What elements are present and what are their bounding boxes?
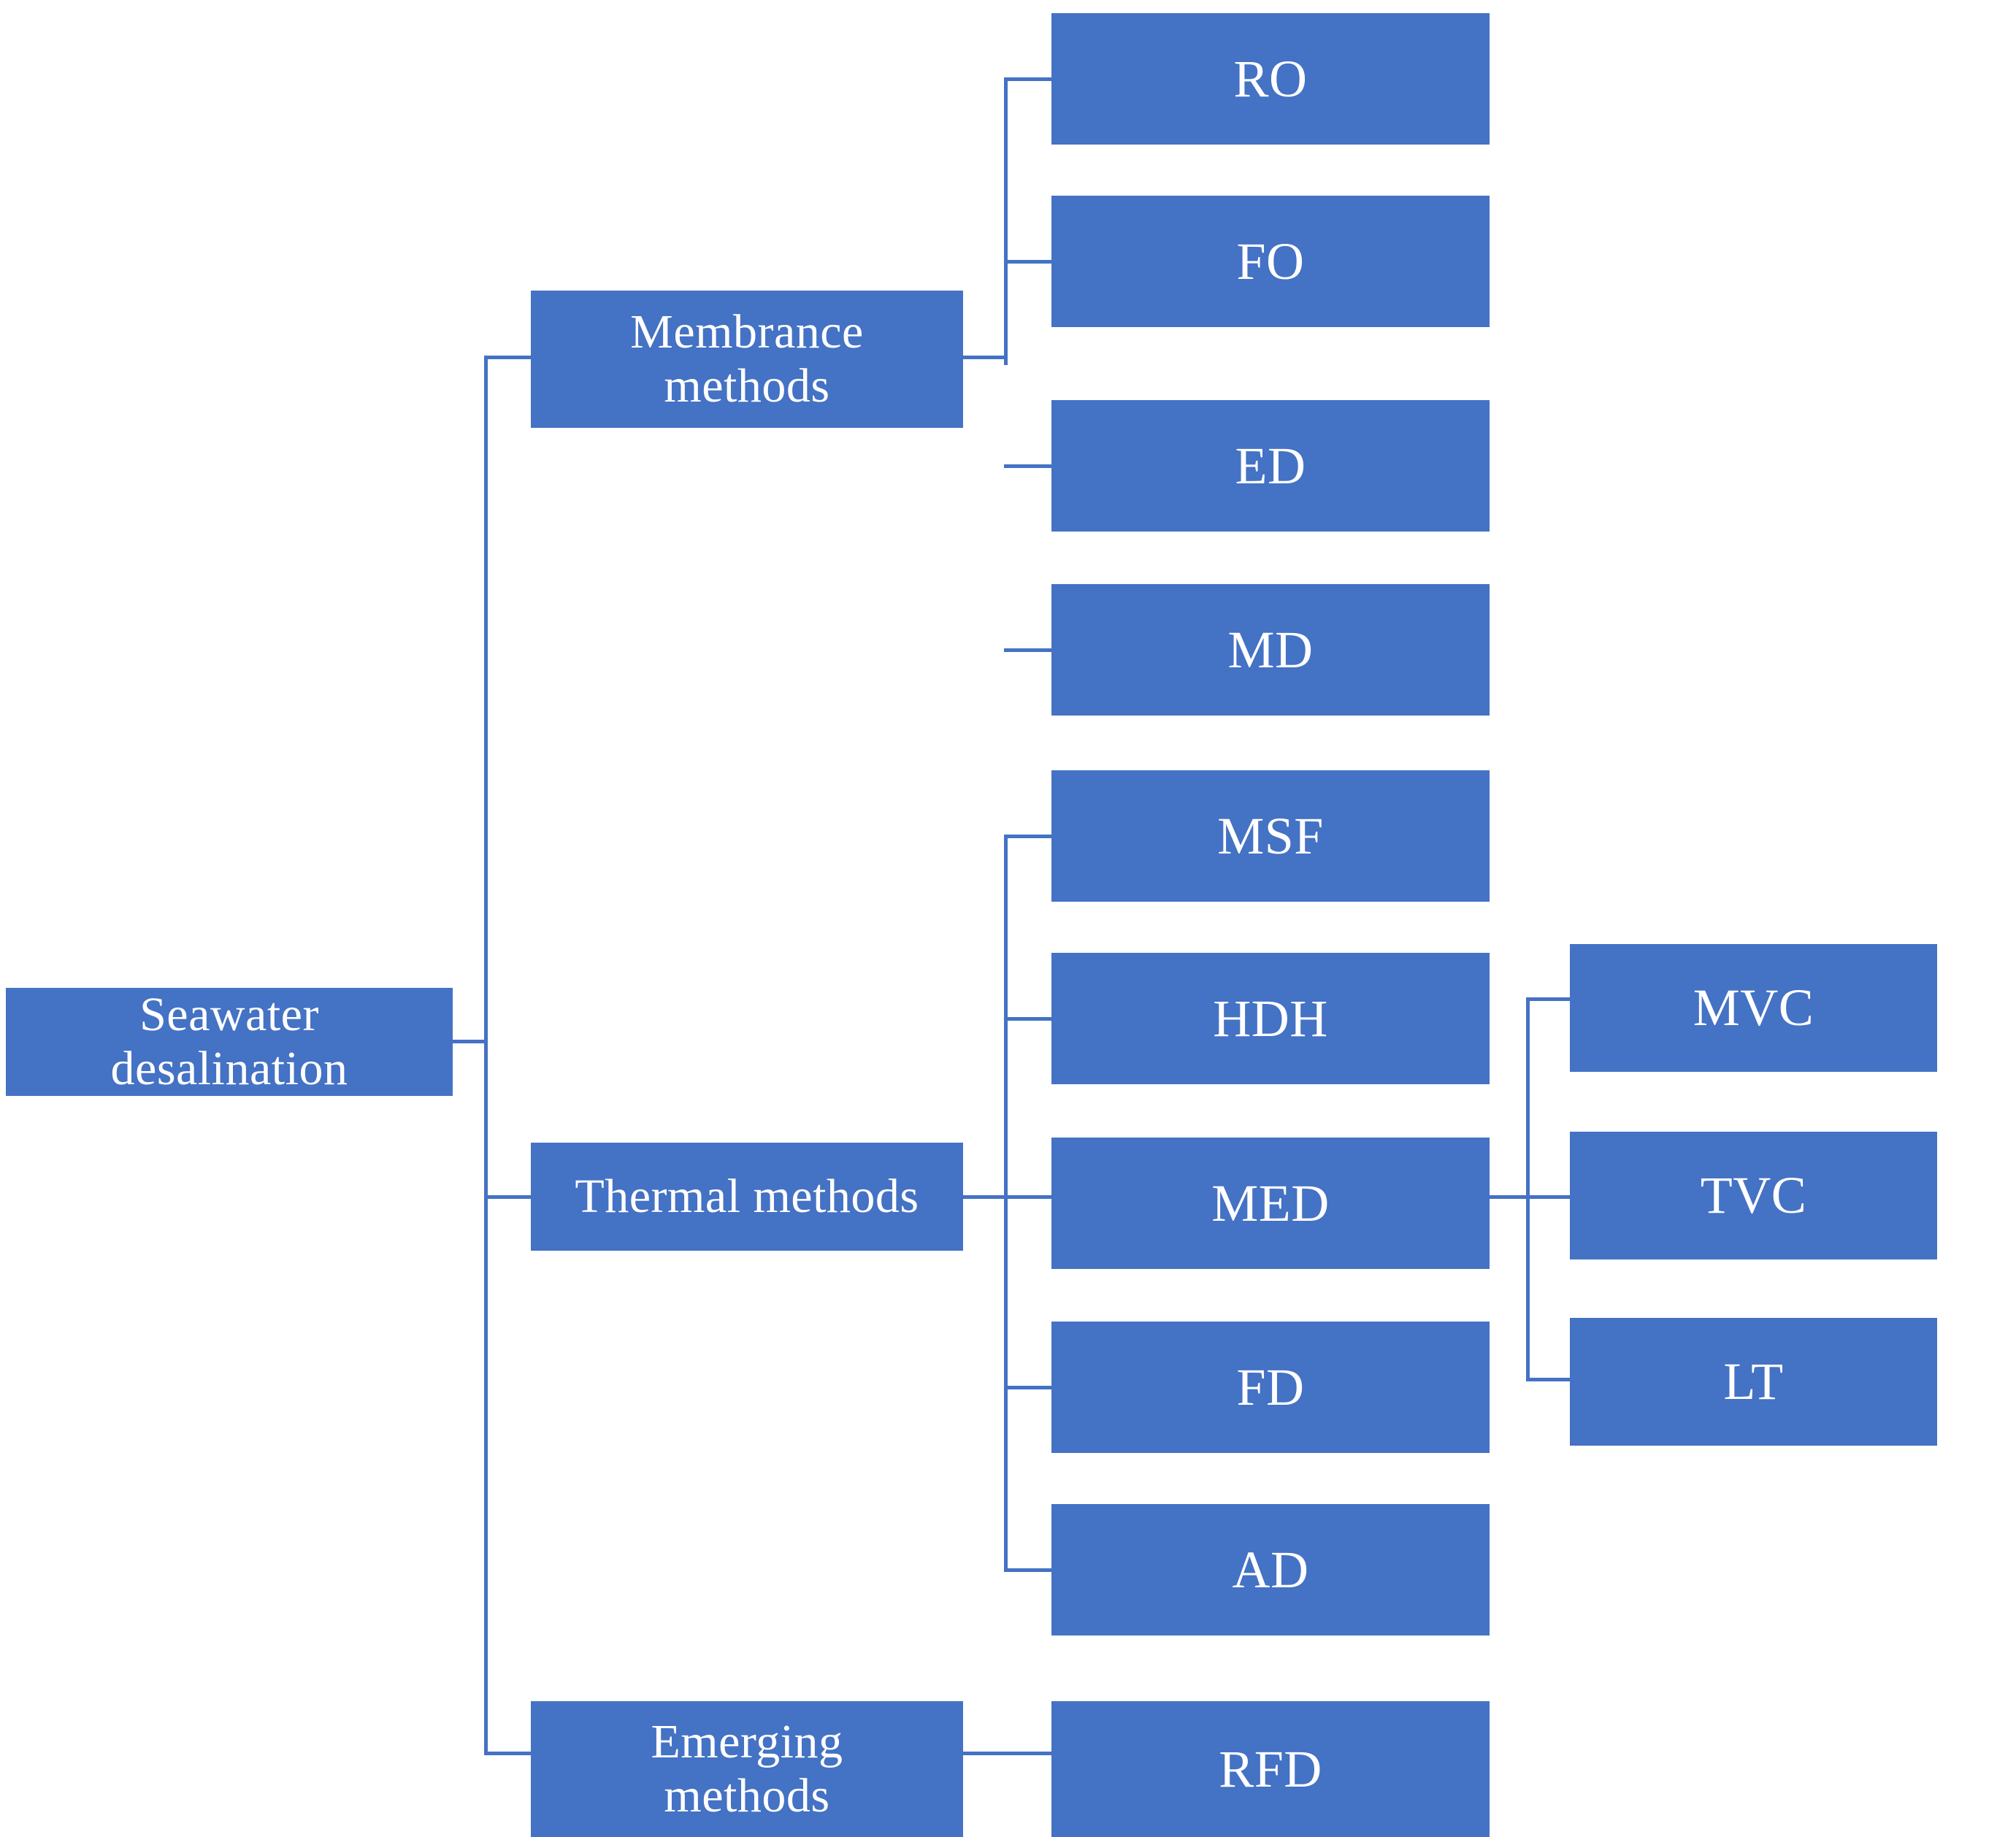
node-med[interactable]: MED xyxy=(1051,1138,1490,1269)
node-label-membrane-methods: Membrance methods xyxy=(630,305,864,413)
connector-to-ad xyxy=(1004,1568,1054,1572)
node-label-hdh: HDH xyxy=(1213,989,1328,1048)
connector-to-fd xyxy=(1004,1386,1054,1389)
node-tvc[interactable]: TVC xyxy=(1570,1132,1937,1259)
connector-to-fo xyxy=(1004,260,1054,264)
node-rfd[interactable]: RFD xyxy=(1051,1701,1490,1837)
node-label-md: MD xyxy=(1227,620,1314,679)
node-seawater-desalination[interactable]: Seawater desalination xyxy=(6,988,453,1096)
connector-to-msf xyxy=(1004,835,1054,838)
node-md[interactable]: MD xyxy=(1051,584,1490,716)
node-mvc[interactable]: MVC xyxy=(1570,944,1937,1072)
connector-spine-thermal-children xyxy=(1004,835,1008,1571)
node-label-ro: RO xyxy=(1233,49,1308,108)
node-label-tvc: TVC xyxy=(1700,1166,1807,1225)
node-label-emerging-methods: Emerging methods xyxy=(651,1715,843,1822)
node-label-ed: ED xyxy=(1235,436,1306,495)
connector-thermal-stub xyxy=(963,1195,1007,1199)
connector-med-stub xyxy=(1490,1195,1530,1199)
connector-to-emerging xyxy=(484,1752,532,1755)
node-ro[interactable]: RO xyxy=(1051,13,1490,145)
node-ed[interactable]: ED xyxy=(1051,400,1490,532)
node-label-mvc: MVC xyxy=(1693,978,1814,1038)
connector-to-hdh xyxy=(1004,1017,1054,1021)
connector-to-thermal xyxy=(484,1195,532,1199)
node-label-thermal-methods: Thermal methods xyxy=(575,1170,919,1224)
connector-to-med xyxy=(1004,1195,1054,1199)
node-msf[interactable]: MSF xyxy=(1051,770,1490,902)
node-label-msf: MSF xyxy=(1217,806,1324,865)
node-lt[interactable]: LT xyxy=(1570,1318,1937,1446)
connector-to-tvc xyxy=(1526,1195,1571,1199)
node-membrane-methods[interactable]: Membrance methods xyxy=(531,291,963,428)
connector-root-stub xyxy=(453,1040,487,1043)
node-fo[interactable]: FO xyxy=(1051,196,1490,327)
node-thermal-methods[interactable]: Thermal methods xyxy=(531,1143,963,1251)
node-label-med: MED xyxy=(1211,1173,1330,1232)
node-fd[interactable]: FD xyxy=(1051,1322,1490,1453)
node-label-lt: LT xyxy=(1723,1352,1784,1411)
connector-spine-med-children xyxy=(1526,997,1530,1381)
connector-to-rfd xyxy=(963,1752,1054,1755)
connector-to-mvc xyxy=(1526,997,1571,1001)
node-hdh[interactable]: HDH xyxy=(1051,953,1490,1084)
node-label-ad: AD xyxy=(1232,1540,1309,1599)
connector-to-md xyxy=(1004,648,1054,652)
node-emerging-methods[interactable]: Emerging methods xyxy=(531,1701,963,1837)
connector-membrane-stub xyxy=(963,356,1007,359)
connector-spine-membrane-children xyxy=(1004,77,1008,365)
connector-to-lt xyxy=(1526,1378,1571,1381)
node-label-fo: FO xyxy=(1236,231,1305,291)
connector-to-ed xyxy=(1004,464,1054,468)
connector-to-membrane xyxy=(484,356,532,359)
node-label-rfd: RFD xyxy=(1219,1739,1322,1798)
connector-spine-level1 xyxy=(484,356,488,1755)
node-ad[interactable]: AD xyxy=(1051,1504,1490,1635)
node-label-seawater-desalination: Seawater desalination xyxy=(110,988,348,1095)
connector-to-ro xyxy=(1004,77,1054,81)
node-label-fd: FD xyxy=(1236,1357,1305,1416)
